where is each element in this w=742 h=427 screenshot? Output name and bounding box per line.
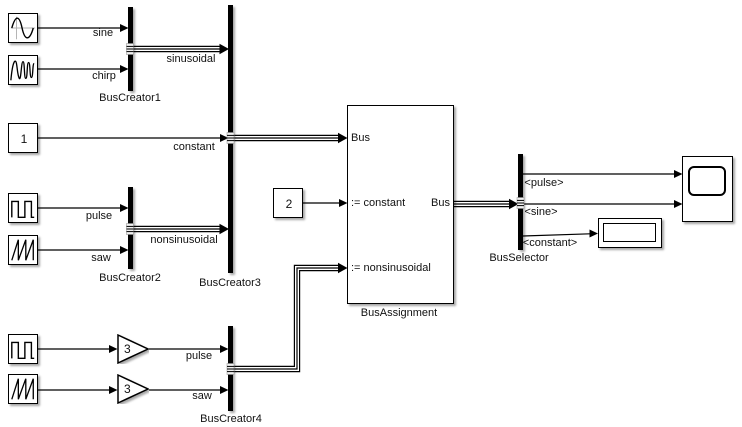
bus-port-marker-creator1	[126, 43, 134, 55]
sine-wave-icon	[10, 16, 36, 40]
gain1-block[interactable]: 3	[117, 334, 149, 364]
signal-label-selected-pulse: <pulse>	[524, 177, 564, 189]
bus-port-marker-creator2	[126, 223, 134, 235]
constant1-value: 1	[20, 132, 28, 146]
bus-assignment-port-assign-nonsinusoidal: := nonsinusoidal	[351, 262, 431, 274]
block-label-bus-creator2: BusCreator2	[99, 272, 161, 284]
gain-triangle-icon	[117, 374, 149, 404]
signal-label-chirp: chirp	[92, 70, 116, 82]
signal-label-pulse2: pulse	[85, 210, 113, 222]
saw2-block[interactable]	[8, 235, 38, 265]
wire-constant[interactable]	[38, 134, 229, 142]
display-block[interactable]	[598, 218, 662, 248]
bus-wire-assignment-to-selector[interactable]	[454, 198, 519, 210]
bus-assignment-block[interactable]	[347, 105, 454, 304]
bus-wire-creator4-to-assignment[interactable]	[233, 262, 348, 373]
bus-assignment-port-assign-constant: := constant	[351, 197, 406, 209]
wire-gain2-out[interactable]	[149, 386, 229, 394]
pulse2-block[interactable]	[8, 193, 38, 223]
chirp-wave-icon	[10, 60, 35, 81]
signal-label-saw2: saw	[91, 252, 111, 264]
gain2-block[interactable]: 3	[117, 374, 149, 404]
wire-gain1-out[interactable]	[149, 345, 229, 353]
bus-assignment-port-in-bus: Bus	[351, 132, 370, 144]
constant2-block[interactable]: 2	[273, 188, 303, 218]
bus-wire-creator3-to-assignment[interactable]	[233, 132, 348, 144]
sine-wave-block[interactable]	[8, 13, 38, 43]
block-label-bus-creator1: BusCreator1	[99, 92, 161, 104]
block-label-bus-creator4: BusCreator4	[200, 413, 262, 425]
bus-wire-sinusoidal[interactable]	[133, 43, 229, 55]
bus-wire-nonsinusoidal[interactable]	[133, 223, 229, 235]
wire-saw4-to-gain2[interactable]	[38, 386, 118, 394]
signal-label-constant: constant	[173, 141, 215, 153]
bus-assignment-port-out-bus: Bus	[431, 197, 450, 209]
pulse-wave-icon	[11, 341, 35, 360]
saw-wave-icon	[11, 239, 34, 261]
signal-label-pulse4: pulse	[185, 350, 213, 362]
pulse-wave-icon	[11, 200, 35, 219]
wire-selected-constant[interactable]	[522, 229, 598, 238]
bus-port-marker-creator4	[226, 363, 235, 375]
wire-saw2[interactable]	[38, 246, 129, 254]
display-readout-field	[603, 223, 656, 242]
bus-port-marker-selector	[516, 197, 525, 209]
wire-sine[interactable]	[38, 24, 129, 32]
signal-label-sine: sine	[92, 27, 114, 39]
signal-label-sinusoidal: sinusoidal	[166, 53, 216, 65]
wire-selected-sine[interactable]	[523, 200, 683, 208]
saw-wave-icon	[11, 378, 34, 400]
wire-chirp[interactable]	[38, 65, 129, 73]
wire-selected-pulse[interactable]	[523, 170, 683, 178]
block-label-bus-selector: BusSelector	[489, 252, 549, 264]
block-label-bus-creator3: BusCreator3	[199, 277, 261, 289]
scope-block[interactable]	[682, 156, 733, 222]
signal-label-selected-sine: <sine>	[524, 206, 558, 218]
wire-pulse2[interactable]	[38, 204, 129, 212]
constant2-value: 2	[285, 197, 293, 211]
signal-label-saw4: saw	[192, 390, 212, 402]
saw4-block[interactable]	[8, 374, 38, 404]
bus-port-marker-creator3	[226, 132, 235, 144]
gain1-value: 3	[124, 342, 131, 356]
pulse4-block[interactable]	[8, 334, 38, 364]
chirp-block[interactable]	[8, 55, 38, 85]
wire-constant2[interactable]	[303, 199, 348, 207]
gain2-value: 3	[124, 382, 131, 396]
signal-label-selected-constant: <constant>	[522, 237, 578, 249]
block-label-bus-assignment: BusAssignment	[360, 307, 438, 319]
constant1-block[interactable]: 1	[8, 123, 38, 153]
signal-label-nonsinusoidal: nonsinusoidal	[150, 234, 218, 246]
scope-screen-icon	[688, 166, 726, 196]
wire-pulse4-to-gain1[interactable]	[38, 345, 118, 353]
gain-triangle-icon	[117, 334, 149, 364]
